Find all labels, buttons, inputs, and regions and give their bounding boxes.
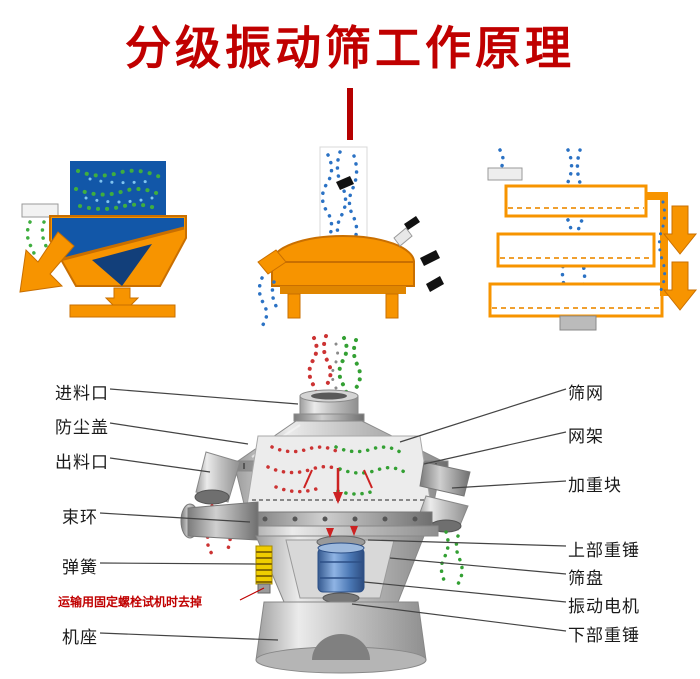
label-transport-note: 运输用固定螺栓试机时去掉 bbox=[58, 595, 203, 609]
material-wedge bbox=[52, 218, 184, 262]
label-upper-weight: 上部重锤 bbox=[568, 541, 640, 560]
green-particles bbox=[74, 168, 166, 212]
label-feed-inlet: 进料口 bbox=[55, 384, 109, 403]
spring-part bbox=[255, 545, 273, 594]
leg-right bbox=[385, 293, 399, 319]
right-channel bbox=[646, 192, 668, 296]
deck-2 bbox=[496, 232, 656, 268]
interior-flow-arrows bbox=[303, 468, 373, 504]
note-leader-line bbox=[239, 587, 265, 601]
label-base: 机座 bbox=[62, 628, 98, 647]
deck-3 bbox=[488, 282, 664, 318]
label-mesh-frame: 网架 bbox=[568, 427, 604, 446]
under-funnel bbox=[92, 244, 152, 286]
lower-flange bbox=[243, 525, 439, 537]
ejected-chunk-1 bbox=[420, 250, 440, 266]
blue-particle-stream bbox=[320, 150, 359, 248]
screen-deck-line bbox=[51, 226, 185, 264]
fines-falling bbox=[257, 276, 278, 328]
page-title: 分级振动筛工作原理 bbox=[125, 22, 575, 74]
label-clamp-ring: 束环 bbox=[62, 508, 98, 527]
incoming-green-stream bbox=[337, 336, 363, 404]
label-dust-cover: 防尘盖 bbox=[55, 418, 109, 437]
right-arrow-1 bbox=[662, 205, 698, 255]
vent-pipe bbox=[393, 227, 413, 247]
title-divider bbox=[347, 88, 353, 140]
cutaway-diagram bbox=[180, 334, 471, 674]
feed-column bbox=[319, 146, 368, 250]
label-screen-tray: 筛盘 bbox=[568, 569, 604, 588]
interior-cutaway bbox=[245, 435, 433, 513]
label-vibration-motor: 振动电机 bbox=[568, 597, 640, 616]
deck-1 bbox=[504, 184, 648, 218]
leg-left bbox=[287, 293, 301, 319]
fines-stream bbox=[25, 220, 48, 274]
right-arrow-2 bbox=[662, 261, 698, 311]
incoming-gray-stream bbox=[330, 342, 340, 390]
label-screen-mesh: 筛网 bbox=[568, 384, 604, 403]
green-discharge-stream bbox=[439, 530, 464, 586]
flow-diagram-2 bbox=[257, 146, 444, 328]
motor-flow-arrows bbox=[326, 526, 358, 538]
separator-rim bbox=[280, 286, 406, 294]
oversize-arrow bbox=[19, 231, 75, 293]
label-discharge-outlet: 出料口 bbox=[55, 453, 109, 472]
feed-inlet-part bbox=[293, 389, 365, 422]
flow-diagram-3 bbox=[487, 148, 698, 331]
fines-spout bbox=[257, 249, 287, 275]
label-weight-block: 加重块 bbox=[568, 476, 622, 495]
clamp-ring-part bbox=[249, 511, 433, 527]
feed-pipe bbox=[487, 167, 523, 181]
channel-stream bbox=[657, 200, 667, 292]
discharge-outlet-part bbox=[194, 451, 241, 505]
flow-diagram-1 bbox=[19, 161, 187, 318]
coarse-chunk bbox=[336, 176, 354, 190]
label-spring: 弹簧 bbox=[62, 558, 98, 577]
incoming-red-stream bbox=[307, 334, 333, 406]
lower-bowl bbox=[255, 526, 425, 604]
nozzle bbox=[404, 216, 420, 230]
separator-body bbox=[271, 261, 415, 287]
leader-lines-left bbox=[99, 388, 299, 641]
ejected-chunk-2 bbox=[426, 276, 444, 292]
leader-lines-right bbox=[351, 388, 567, 632]
vibration-motor-part bbox=[317, 542, 365, 593]
left-arm bbox=[180, 501, 259, 541]
blue-particles bbox=[84, 177, 154, 204]
machine-base bbox=[69, 304, 176, 318]
interior-green-particles bbox=[334, 445, 408, 496]
base-part bbox=[255, 601, 427, 674]
side-pipe bbox=[21, 203, 59, 218]
stand bbox=[559, 315, 597, 331]
separator-dome bbox=[270, 235, 416, 263]
label-lower-weight: 下部重锤 bbox=[568, 626, 640, 645]
